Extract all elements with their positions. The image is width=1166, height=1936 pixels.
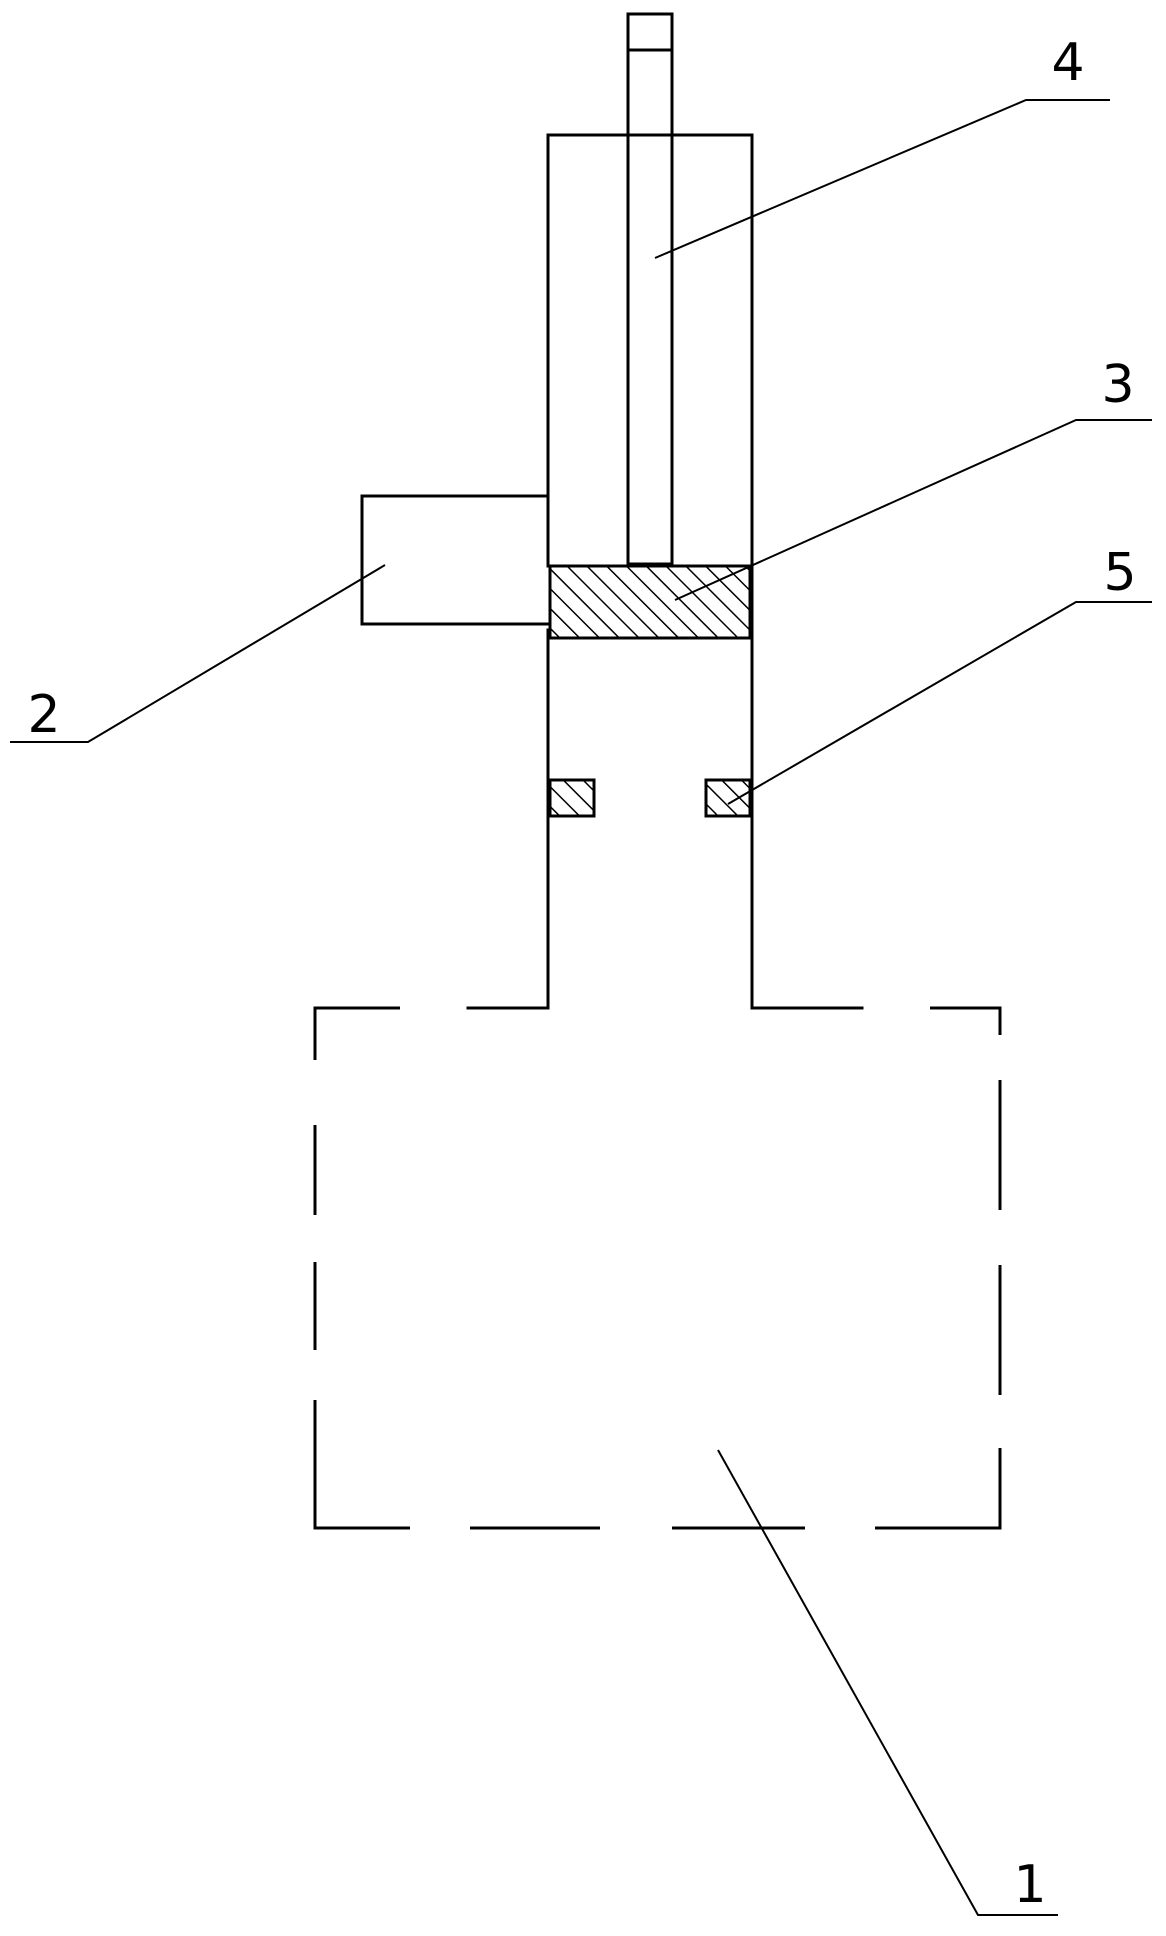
cylinder-body xyxy=(466,133,864,1010)
label-part-5: 5 xyxy=(1103,543,1136,603)
leader-line-4 xyxy=(654,99,1110,259)
stop-right xyxy=(704,778,752,818)
leader-line-3 xyxy=(674,419,1152,601)
container-dashed-box xyxy=(313,1006,1002,1530)
side-port xyxy=(360,494,550,626)
leader-line-1 xyxy=(717,1449,1058,1916)
label-part-4: 4 xyxy=(1051,33,1084,93)
leader-line-5 xyxy=(727,601,1152,805)
leader-line-2 xyxy=(10,564,386,743)
piston xyxy=(548,564,752,640)
label-part-1: 1 xyxy=(1013,1855,1046,1915)
label-part-2: 2 xyxy=(27,685,60,745)
piston-rod xyxy=(626,12,674,566)
label-part-3: 3 xyxy=(1101,355,1134,415)
stop-left xyxy=(548,778,596,818)
